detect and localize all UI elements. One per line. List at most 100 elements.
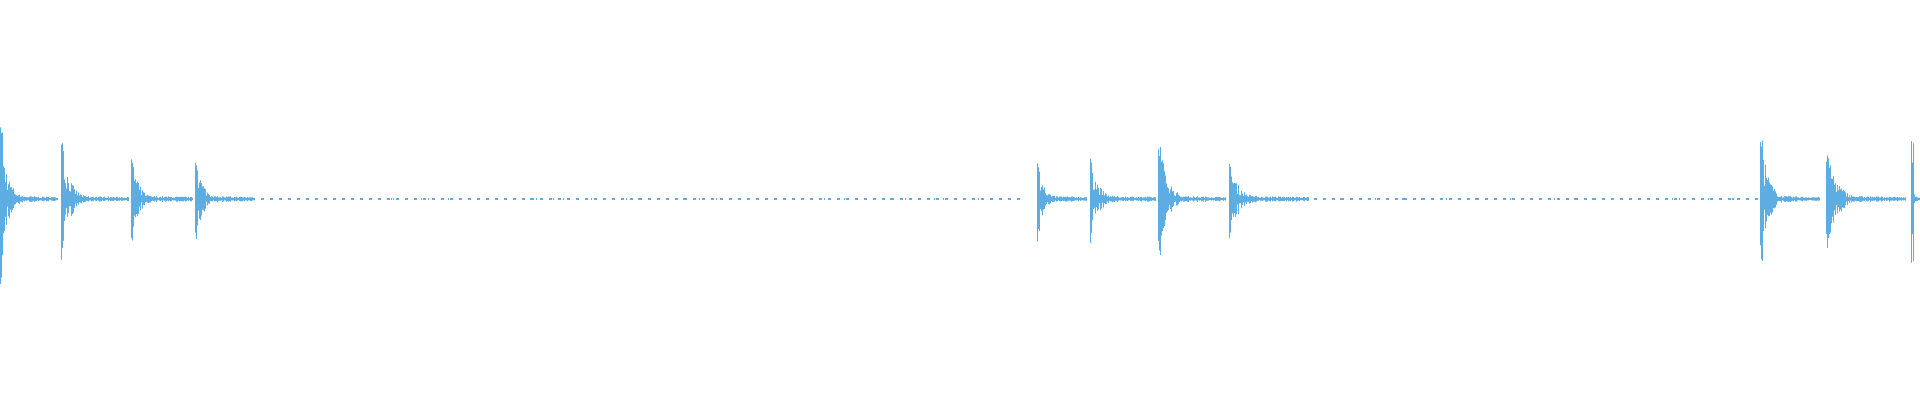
- waveform-sample: [55, 197, 56, 201]
- waveform-baseline: [1369, 198, 1370, 200]
- waveform-sample: [1784, 196, 1785, 202]
- waveform-baseline: [844, 198, 845, 200]
- waveform-sample: [113, 196, 114, 202]
- waveform-sample: [1270, 196, 1271, 202]
- waveform-sample: [1760, 141, 1761, 246]
- waveform-baseline: [955, 198, 956, 200]
- waveform-baseline: [1548, 198, 1549, 200]
- waveform-sample: [1265, 196, 1266, 202]
- waveform-sample: [1171, 186, 1172, 212]
- waveform-baseline: [1368, 198, 1369, 200]
- waveform-sample: [228, 196, 229, 202]
- waveform-baseline: [974, 198, 975, 200]
- waveform-sample: [1058, 197, 1059, 201]
- waveform-sample: [196, 165, 197, 239]
- waveform-sample: [96, 196, 97, 202]
- waveform-baseline: [712, 198, 713, 200]
- waveform-baseline: [1360, 198, 1361, 200]
- waveform-baseline: [910, 198, 911, 200]
- waveform-sample: [91, 196, 92, 202]
- waveform-baseline: [1513, 198, 1514, 200]
- waveform-baseline: [1018, 198, 1019, 200]
- waveform-sample: [1300, 197, 1301, 201]
- waveform-baseline: [1467, 198, 1468, 200]
- waveform-sample: [212, 196, 213, 202]
- waveform-sample: [114, 197, 115, 201]
- waveform-baseline: [1451, 198, 1452, 200]
- waveform-sample: [209, 194, 210, 204]
- waveform-sample: [1111, 196, 1112, 202]
- waveform-sample: [1197, 196, 1198, 202]
- waveform-sample: [195, 162, 196, 233]
- waveform-baseline: [423, 198, 424, 200]
- waveform-baseline: [890, 198, 891, 200]
- waveform-baseline: [563, 198, 564, 200]
- waveform-sample: [1881, 196, 1882, 202]
- waveform-baseline: [716, 198, 717, 200]
- waveform-baseline: [821, 198, 822, 200]
- waveform-baseline: [1733, 198, 1734, 200]
- waveform-baseline: [1692, 198, 1693, 200]
- waveform-sample: [1282, 196, 1283, 202]
- waveform-baseline: [576, 198, 577, 200]
- waveform-sample: [1775, 191, 1776, 208]
- waveform-sample: [1218, 196, 1219, 201]
- waveform-sample: [1815, 197, 1816, 201]
- waveform-baseline: [549, 198, 550, 200]
- waveform-baseline: [1496, 198, 1497, 200]
- waveform-baseline: [569, 198, 570, 200]
- waveform-sample: [153, 196, 154, 202]
- waveform-sample: [1268, 197, 1269, 201]
- waveform-sample: [1902, 197, 1903, 200]
- waveform-sample: [1869, 197, 1870, 201]
- waveform-sample: [179, 196, 180, 202]
- waveform-sample: [1112, 195, 1113, 203]
- waveform-baseline: [1469, 198, 1470, 200]
- waveform-baseline: [1323, 198, 1324, 200]
- waveform-sample: [1192, 197, 1193, 201]
- waveform-baseline: [954, 198, 955, 200]
- waveform-baseline: [999, 198, 1000, 200]
- waveform-sample: [131, 159, 132, 239]
- waveform-sample: [1092, 172, 1093, 221]
- waveform-baseline: [1449, 198, 1450, 200]
- waveform-baseline: [343, 198, 344, 200]
- waveform-baseline: [1639, 198, 1640, 200]
- waveform-sample: [1044, 187, 1045, 210]
- waveform-baseline: [911, 198, 912, 200]
- waveform-baseline: [623, 198, 624, 200]
- waveform-baseline: [297, 198, 298, 200]
- waveform-baseline: [551, 198, 552, 200]
- waveform-sample: [101, 196, 102, 202]
- waveform-sample: [1894, 196, 1895, 201]
- waveform-sample: [1777, 196, 1778, 202]
- waveform-baseline: [550, 198, 551, 200]
- waveform-sample: [1307, 196, 1308, 202]
- waveform-sample: [1275, 196, 1276, 202]
- waveform-sample: [247, 197, 248, 202]
- waveform-sample: [162, 196, 163, 203]
- waveform-baseline: [261, 198, 262, 200]
- waveform-baseline: [1446, 198, 1447, 200]
- waveform-sample: [68, 183, 69, 214]
- waveform-sample: [1172, 191, 1173, 208]
- waveform-sample: [109, 197, 110, 201]
- waveform-sample: [167, 197, 168, 201]
- waveform-sample: [1241, 191, 1242, 209]
- waveform-sample: [231, 197, 232, 201]
- waveform-baseline: [1414, 198, 1415, 200]
- waveform-sample: [1883, 197, 1884, 201]
- waveform-baseline: [1649, 198, 1650, 200]
- waveform-sample: [1188, 196, 1189, 203]
- waveform-sample: [1142, 197, 1143, 201]
- waveform-sample: [1240, 195, 1241, 204]
- waveform-sample: [1185, 196, 1186, 202]
- waveform-sample: [1876, 196, 1877, 202]
- waveform-sample: [210, 197, 211, 201]
- waveform-sample: [1818, 196, 1819, 201]
- waveform-sample: [1287, 197, 1288, 201]
- waveform-sample: [1169, 193, 1170, 205]
- waveform-sample: [1913, 143, 1914, 261]
- waveform-baseline: [943, 198, 944, 200]
